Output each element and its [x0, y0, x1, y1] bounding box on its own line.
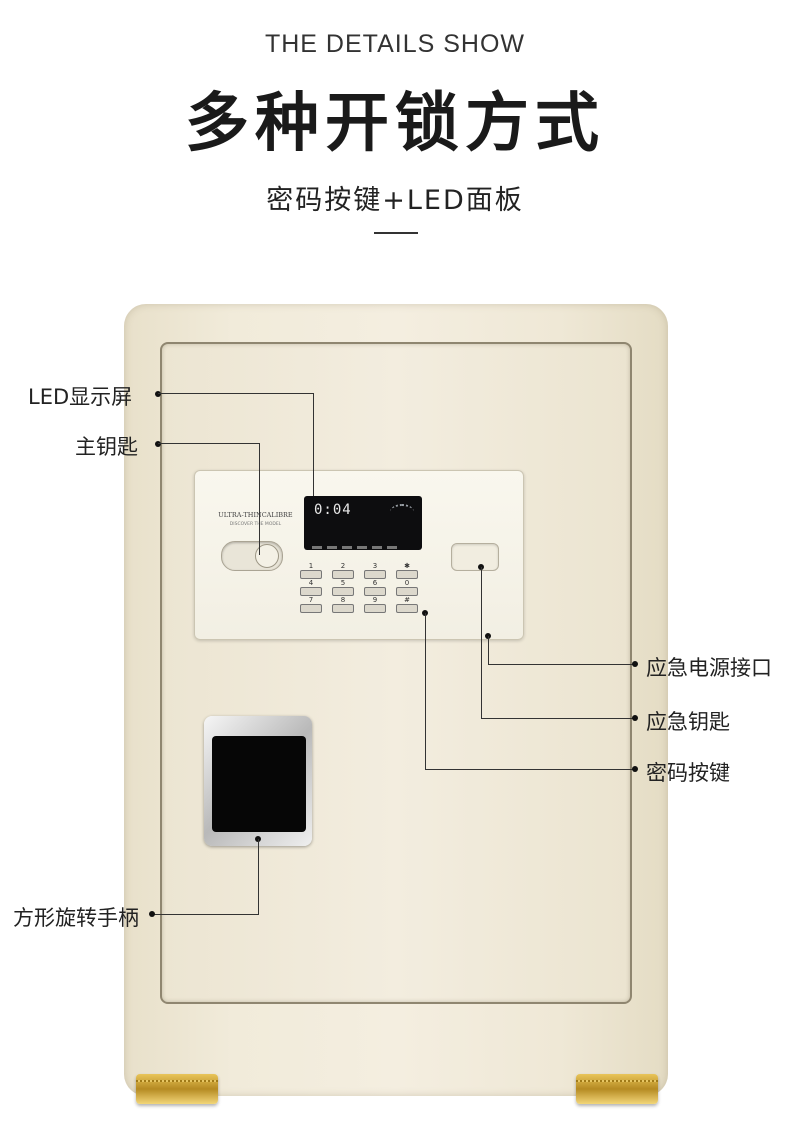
callout-line: [259, 443, 260, 555]
keypad-key-label: 7: [308, 596, 314, 604]
callout-line: [158, 393, 313, 394]
handle-grip[interactable]: [212, 736, 306, 832]
panel-tagline: DISCOVER THE MODEL: [229, 522, 282, 527]
led-status-icons: [312, 534, 416, 549]
callout-dot: [155, 441, 161, 447]
keypad-key-label: 6: [372, 579, 378, 587]
keypad-key[interactable]: [396, 570, 418, 579]
callout-label-main-key: 主钥匙: [75, 435, 138, 459]
safe-door: [160, 342, 632, 1004]
status-icon: [387, 546, 397, 549]
callout-dot: [155, 391, 161, 397]
callout-line: [425, 613, 426, 769]
callout-line: [425, 769, 634, 770]
panel-brand: ULTRA-THINCALIBRE: [218, 511, 293, 519]
callout-line: [158, 443, 259, 444]
led-digits: 0:04: [314, 502, 352, 518]
keypad: 1 2 3 ✱ 4 5 6 0 7 8 9 #: [300, 562, 430, 622]
keypad-key[interactable]: [332, 587, 354, 596]
callout-line: [313, 393, 314, 496]
page-title: 多种开锁方式: [185, 87, 605, 161]
callout-line: [488, 664, 634, 665]
keypad-key-label: 8: [340, 596, 346, 604]
callout-line: [488, 636, 489, 664]
callout-dot: [632, 766, 638, 772]
header-en: THE DETAILS SHOW: [264, 30, 525, 58]
keypad-key-label: ✱: [404, 562, 410, 570]
callout-label-emergency-key: 应急钥匙: [646, 710, 730, 734]
keypad-key-label: 2: [340, 562, 346, 570]
keypad-key[interactable]: [300, 587, 322, 596]
status-icon: [327, 546, 337, 549]
callout-dot: [632, 661, 638, 667]
keypad-key[interactable]: [332, 604, 354, 613]
main-key-slot[interactable]: [221, 541, 283, 571]
status-icon: [372, 546, 382, 549]
keypad-key-label: 0: [404, 579, 410, 587]
keypad-key-label: 9: [372, 596, 378, 604]
emergency-key-slot[interactable]: [451, 543, 499, 571]
callout-label-password-keys: 密码按键: [646, 761, 730, 785]
status-icon: [342, 546, 352, 549]
led-wave-icon: [390, 504, 414, 520]
keypad-key-label: 1: [308, 562, 314, 570]
callout-label-emergency-power: 应急电源接口: [646, 656, 772, 680]
keypad-key[interactable]: [364, 604, 386, 613]
callout-label-led: LED显示屏: [28, 385, 133, 409]
header-divider: [374, 232, 418, 234]
safe-foot-left: [136, 1074, 218, 1104]
status-icon: [312, 546, 322, 549]
keypad-key-label: 3: [372, 562, 378, 570]
keypad-key-label: 4: [308, 579, 314, 587]
keypad-key-label: #: [404, 596, 410, 604]
feature-subtitle: 密码按键+LED面板: [266, 185, 524, 216]
callout-line: [481, 718, 634, 719]
keypad-key-label: 5: [340, 579, 346, 587]
keypad-key[interactable]: [300, 570, 322, 579]
keypad-key[interactable]: [364, 570, 386, 579]
status-icon: [357, 546, 367, 549]
callout-line: [258, 839, 259, 914]
callout-line: [152, 914, 259, 915]
keypad-key[interactable]: [396, 604, 418, 613]
callout-line: [481, 567, 482, 718]
safe-foot-right: [576, 1074, 658, 1104]
keypad-key[interactable]: [396, 587, 418, 596]
callout-dot: [149, 911, 155, 917]
keypad-key[interactable]: [364, 587, 386, 596]
keypad-key[interactable]: [332, 570, 354, 579]
callout-dot: [632, 715, 638, 721]
callout-label-handle: 方形旋转手柄: [13, 906, 139, 930]
keypad-key[interactable]: [300, 604, 322, 613]
